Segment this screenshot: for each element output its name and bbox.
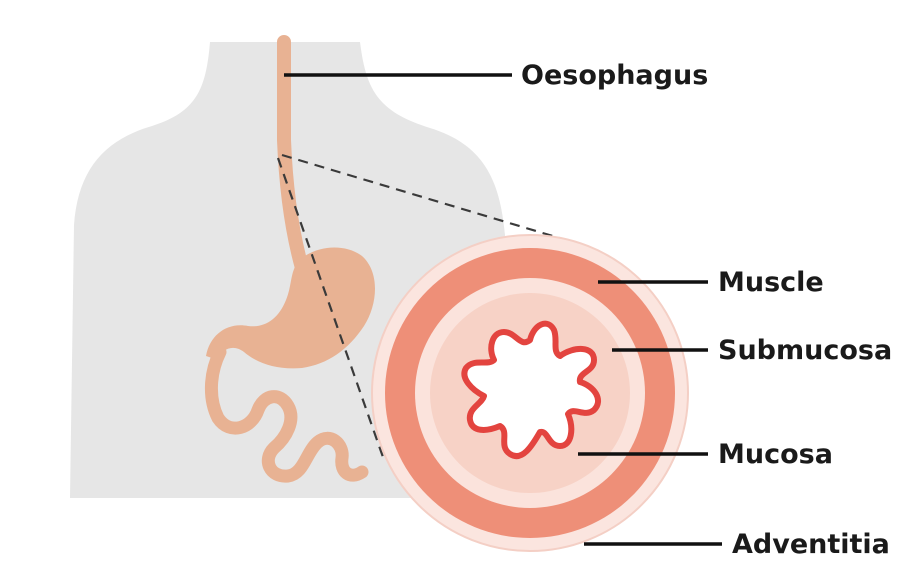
stomach xyxy=(206,247,375,369)
label-muscle: Muscle xyxy=(718,267,824,298)
oesophagus-cross-section xyxy=(371,234,689,552)
label-adventitia: Adventitia xyxy=(732,529,890,560)
zoom-line-upper xyxy=(281,153,577,245)
zoom-line-lower xyxy=(276,157,386,461)
label-mucosa: Mucosa xyxy=(718,439,833,470)
label-oesophagus: Oesophagus xyxy=(521,60,708,91)
mucosa-lining xyxy=(461,320,601,459)
label-submucosa: Submucosa xyxy=(718,335,892,366)
oesophagus-tube xyxy=(277,35,309,275)
small-intestine xyxy=(204,345,369,483)
